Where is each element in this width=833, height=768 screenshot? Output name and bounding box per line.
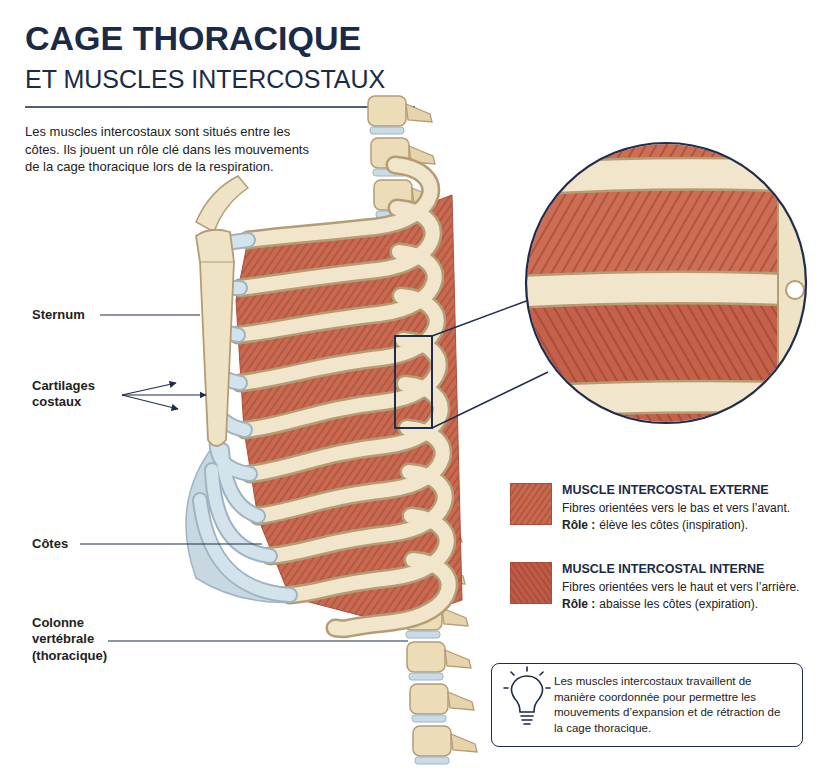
legend-description: Fibres orientées vers le haut et vers l’…	[562, 580, 824, 595]
legend-role-line: Rôle : élève les côtes (inspiration).	[562, 518, 824, 533]
role-text: abaisse les côtes (expiration).	[599, 597, 758, 611]
diagram-title: CAGE THORACIQUE	[25, 20, 545, 57]
intro-text: Les muscles intercostaux sont situés ent…	[25, 123, 315, 176]
role-label: Rôle :	[562, 597, 595, 611]
part-label: Colonne vertébrale (thoracique)	[32, 615, 117, 664]
part-label: Côtes	[32, 536, 92, 552]
part-label: Cartilages costaux	[32, 378, 117, 411]
role-text: élève les côtes (inspiration).	[599, 518, 748, 532]
swatch-fibers	[511, 484, 551, 524]
role-label: Rôle :	[562, 518, 595, 532]
legend-heading: MUSCLE INTERCOSTAL INTERNE	[562, 562, 824, 578]
note-text: Les muscles intercostaux travaillent de …	[554, 674, 790, 736]
legend-swatch	[510, 483, 552, 525]
legend-description: Fibres orientées vers le bas et vers l’a…	[562, 501, 824, 516]
part-label: Sternum	[32, 307, 102, 323]
swatch-fibers	[511, 563, 551, 603]
note-box: Les muscles intercostaux travaillent de …	[491, 663, 803, 747]
legend-swatch	[510, 562, 552, 604]
diagram-subtitle: ET MUSCLES INTERCOSTAUX	[25, 64, 545, 95]
legend-role-line: Rôle : abaisse les côtes (expiration).	[562, 597, 824, 612]
legend-heading: MUSCLE INTERCOSTAL EXTERNE	[562, 483, 824, 499]
